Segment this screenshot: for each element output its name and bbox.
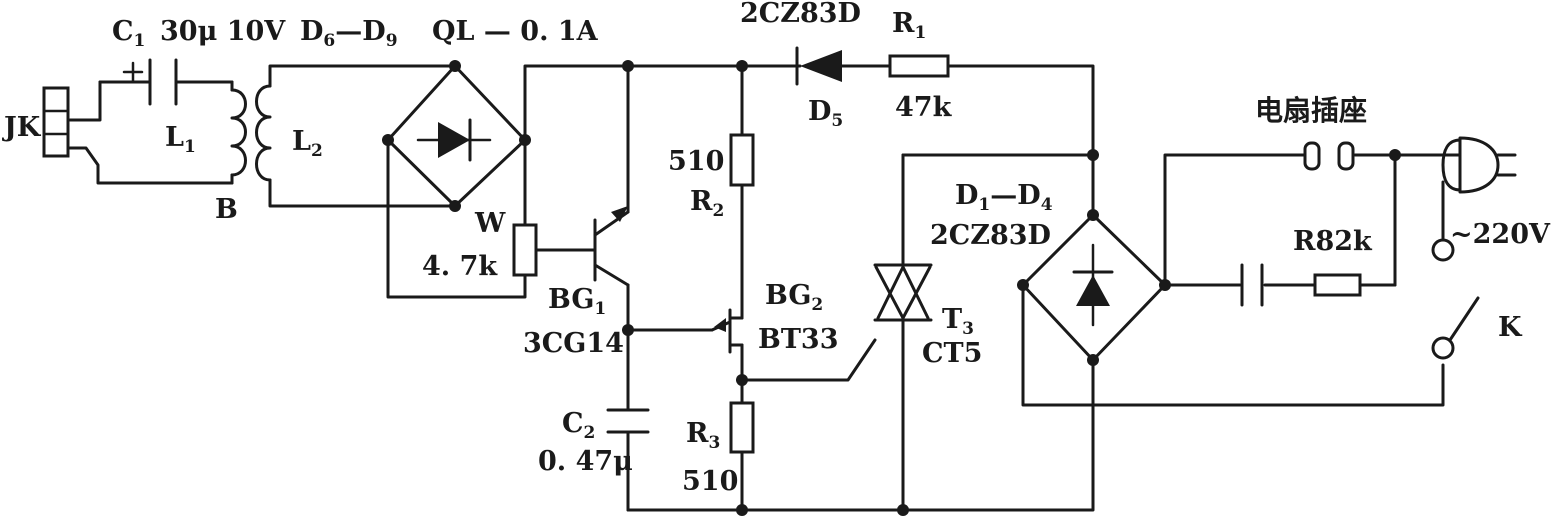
label-k: K	[1498, 312, 1523, 343]
label-c1-value: 30μ 10V	[160, 16, 286, 47]
diode-d5	[788, 46, 852, 86]
label-l1: L1	[165, 122, 196, 157]
resistor-r82k	[1313, 273, 1362, 297]
label-r3-value: 510	[682, 466, 738, 497]
label-bg1-type: 3CG14	[523, 328, 624, 359]
jack-jk	[42, 86, 70, 158]
wires	[68, 64, 1462, 512]
label-c2-value: 0. 47μ	[538, 446, 633, 477]
label-t3: T3	[942, 304, 974, 339]
triac-t3	[873, 263, 933, 322]
label-mains: ~220V	[1450, 219, 1551, 250]
label-c2: C2	[562, 408, 595, 443]
label-r1: R1	[892, 8, 926, 43]
bridge-rectifier-d6-d9	[386, 64, 527, 208]
label-b: B	[215, 194, 238, 225]
label-d6-d9: D6—D9	[300, 16, 398, 51]
label-w-value: 4. 7k	[422, 251, 498, 282]
resistor-r2	[729, 133, 755, 187]
label-r82k: R82k	[1293, 226, 1373, 257]
label-w: W	[474, 208, 506, 239]
resistor-r3	[729, 401, 755, 454]
socket-outlet	[1303, 141, 1355, 171]
label-ql: QL — 0. 1A	[432, 16, 599, 47]
label-jk: JK	[2, 112, 42, 143]
label-bg2-type: BT33	[758, 324, 839, 355]
label-d5: D5	[808, 96, 843, 131]
potentiometer-w	[512, 223, 538, 277]
label-c1: C1	[112, 16, 145, 51]
transformer-b	[230, 84, 272, 182]
label-t3-type: CT5	[922, 338, 982, 369]
label-r2-value: 510	[668, 146, 724, 177]
label-d1-d4-type: 2CZ83D	[930, 220, 1051, 251]
label-socket: 电扇插座	[1255, 94, 1367, 127]
label-bg1: BG1	[548, 284, 606, 319]
capacitor-c2	[606, 408, 650, 434]
resistor-r1	[888, 54, 950, 78]
capacitor-c1	[122, 58, 187, 106]
label-d5-type: 2CZ83D	[740, 0, 861, 29]
label-bg2: BG2	[765, 280, 823, 315]
junctions	[382, 60, 1401, 516]
label-r3: R3	[686, 418, 720, 453]
capacitor-c3	[1240, 263, 1264, 307]
labels: C1 30μ 10V D6—D9 QL — 0. 1A 2CZ83D R1 D5…	[2, 0, 1551, 497]
label-r2: R2	[690, 186, 724, 221]
transistor-bg1	[593, 178, 630, 287]
label-r1-value: 47k	[895, 92, 953, 123]
label-d1-d4: D1—D4	[955, 180, 1053, 215]
label-l2: L2	[292, 126, 323, 161]
mains-plug	[1441, 136, 1517, 194]
transistor-bg2	[710, 308, 744, 354]
switch-k	[1431, 238, 1480, 360]
